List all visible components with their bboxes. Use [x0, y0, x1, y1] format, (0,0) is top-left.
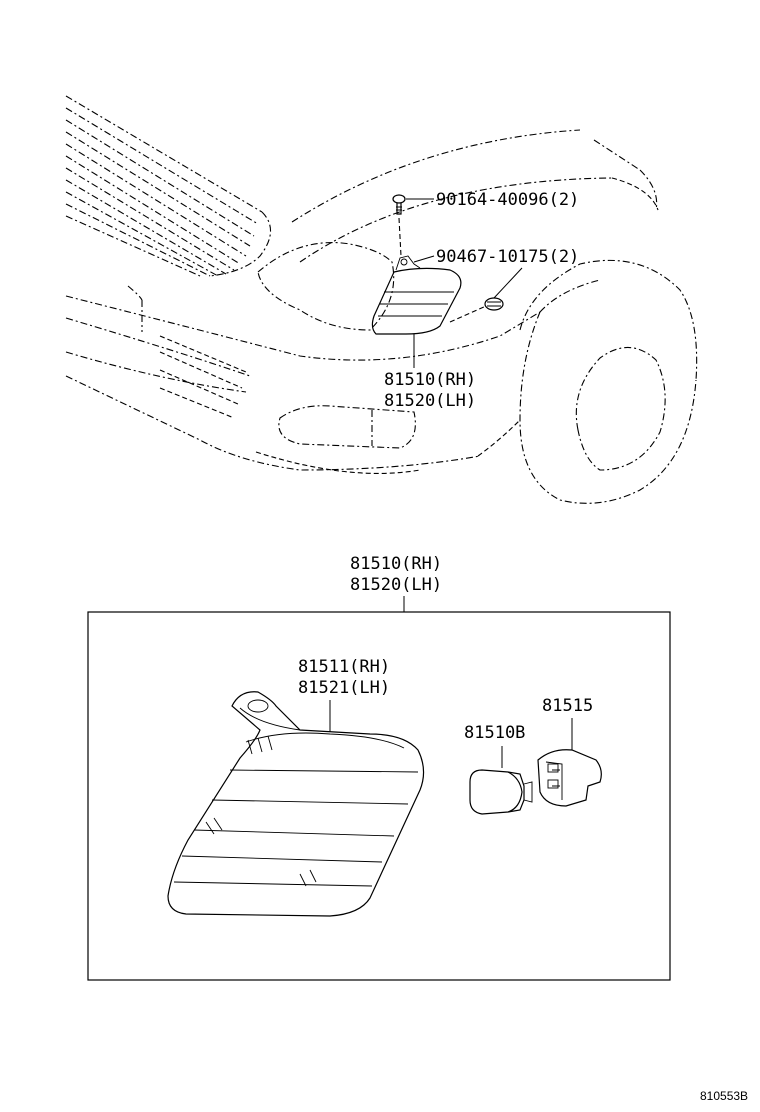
socket-icon [537, 749, 602, 807]
socket-label: 81515 [542, 696, 593, 716]
fog-lamp-opening [278, 405, 416, 449]
screw-part-number: 90164-40096(2) [436, 190, 579, 210]
lamp-lens-icon [167, 691, 425, 917]
clip-nut-icon [484, 297, 504, 311]
bulb-label: 81510B [464, 723, 525, 743]
lamp-assy-rh-label-box: 81510(RH) [350, 554, 442, 574]
grille [65, 95, 272, 277]
figure-reference: 810553B [700, 1089, 748, 1103]
leader-nut-lamp [413, 255, 435, 263]
leader-nut-clip [493, 267, 523, 299]
clip-guide-line [449, 305, 487, 323]
assembly-frame [87, 611, 671, 981]
wheel-arch [477, 259, 698, 504]
bumper [65, 285, 541, 474]
installed-lamp [371, 255, 462, 335]
lens-lh-label: 81521(LH) [298, 678, 390, 698]
exploded-view: 81510(RH) 81520(LH) 81511(RH) 81521(LH) [87, 554, 671, 981]
lamp-assy-lh-label-box: 81520(LH) [350, 575, 442, 595]
vehicle-front-view: 90164-40096(2) 90467-10175(2) 81510(RH) … [65, 95, 698, 504]
lamp-assy-rh-label-top: 81510(RH) [384, 370, 476, 390]
screw-icon [392, 194, 406, 215]
nut-part-number: 90467-10175(2) [436, 247, 579, 267]
bulb-icon [469, 769, 533, 815]
lens-rh-label: 81511(RH) [298, 657, 390, 677]
lamp-assy-lh-label-top: 81520(LH) [384, 391, 476, 411]
hood [291, 129, 659, 263]
screw-guide-line [398, 217, 402, 257]
